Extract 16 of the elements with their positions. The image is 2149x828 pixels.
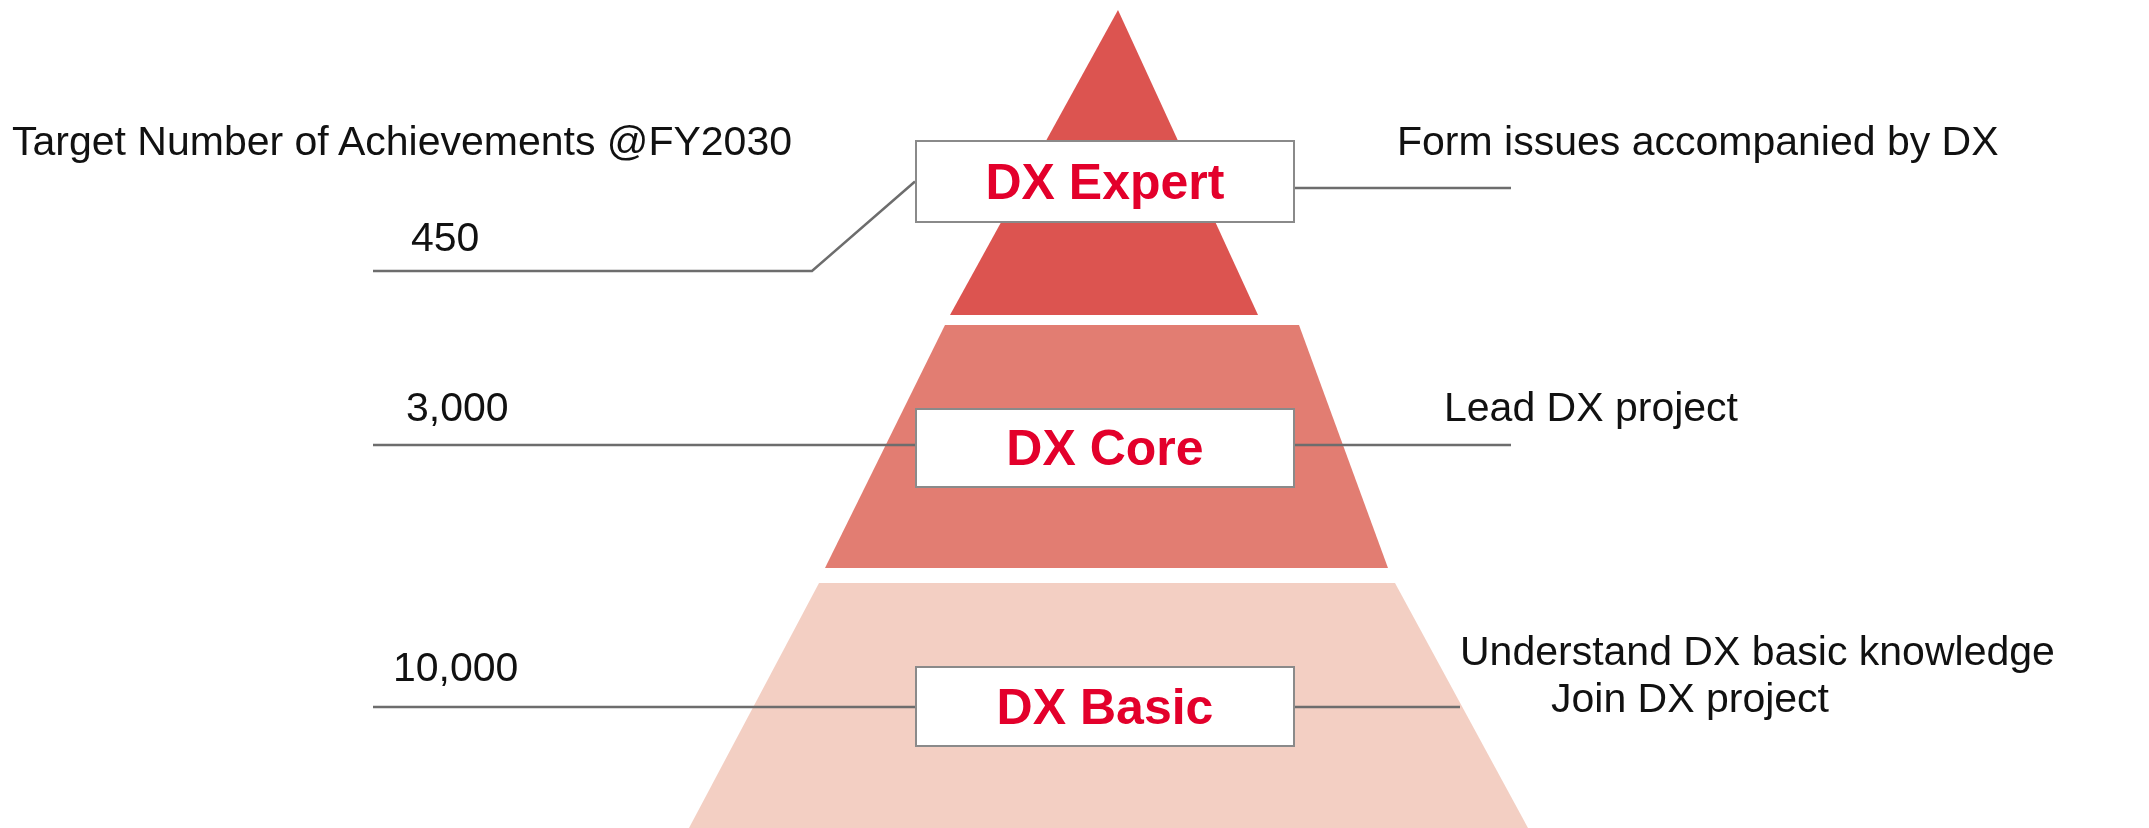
description-text: Lead DX project <box>1444 384 1738 445</box>
leader-line <box>1295 186 1511 190</box>
description-text: Understand DX basic knowledge <box>1460 628 2055 676</box>
number-label: 3,000 <box>373 384 509 445</box>
level-box: DX Core <box>915 408 1295 488</box>
level-box: DX Basic <box>915 666 1295 747</box>
leader-line <box>1295 705 1460 709</box>
heading-text: Target Number of Achievements @FY2030 <box>12 118 792 166</box>
level-box: DX Expert <box>915 140 1295 223</box>
leader-line <box>373 180 916 273</box>
description-text: Form issues accompanied by DX <box>1397 118 1999 188</box>
number-label: 450 <box>373 214 480 271</box>
number-label: 10,000 <box>373 644 519 707</box>
description-text: Join DX project <box>1551 675 1829 723</box>
leader-line <box>373 705 915 709</box>
leader-line <box>1295 443 1511 447</box>
